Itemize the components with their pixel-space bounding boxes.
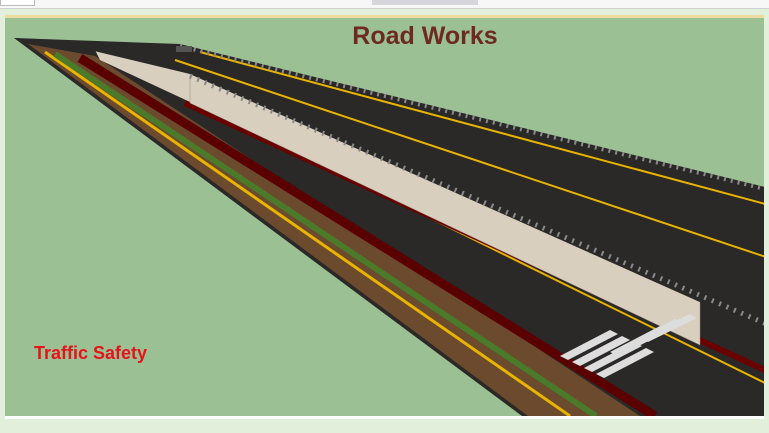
underpass-wall-far [95,50,190,102]
upper-deck [14,38,764,333]
deck-yellow-line-1 [199,51,764,205]
deck-yellow-line-2 [174,59,764,258]
toolbar-input[interactable] [0,0,35,6]
vehicle [176,46,192,52]
window-toolbar [0,0,769,9]
slide-subtitle: Traffic Safety [34,343,148,363]
green-strip [53,51,598,416]
deck-railing [189,73,764,326]
slide-divider [5,416,764,419]
slide-title: Road Works [352,22,498,50]
far-railing [179,44,764,191]
crosswalk [560,314,697,378]
red-strip [77,54,658,416]
toolbar-tab[interactable] [372,0,478,5]
curb-yellow-line [44,50,571,416]
